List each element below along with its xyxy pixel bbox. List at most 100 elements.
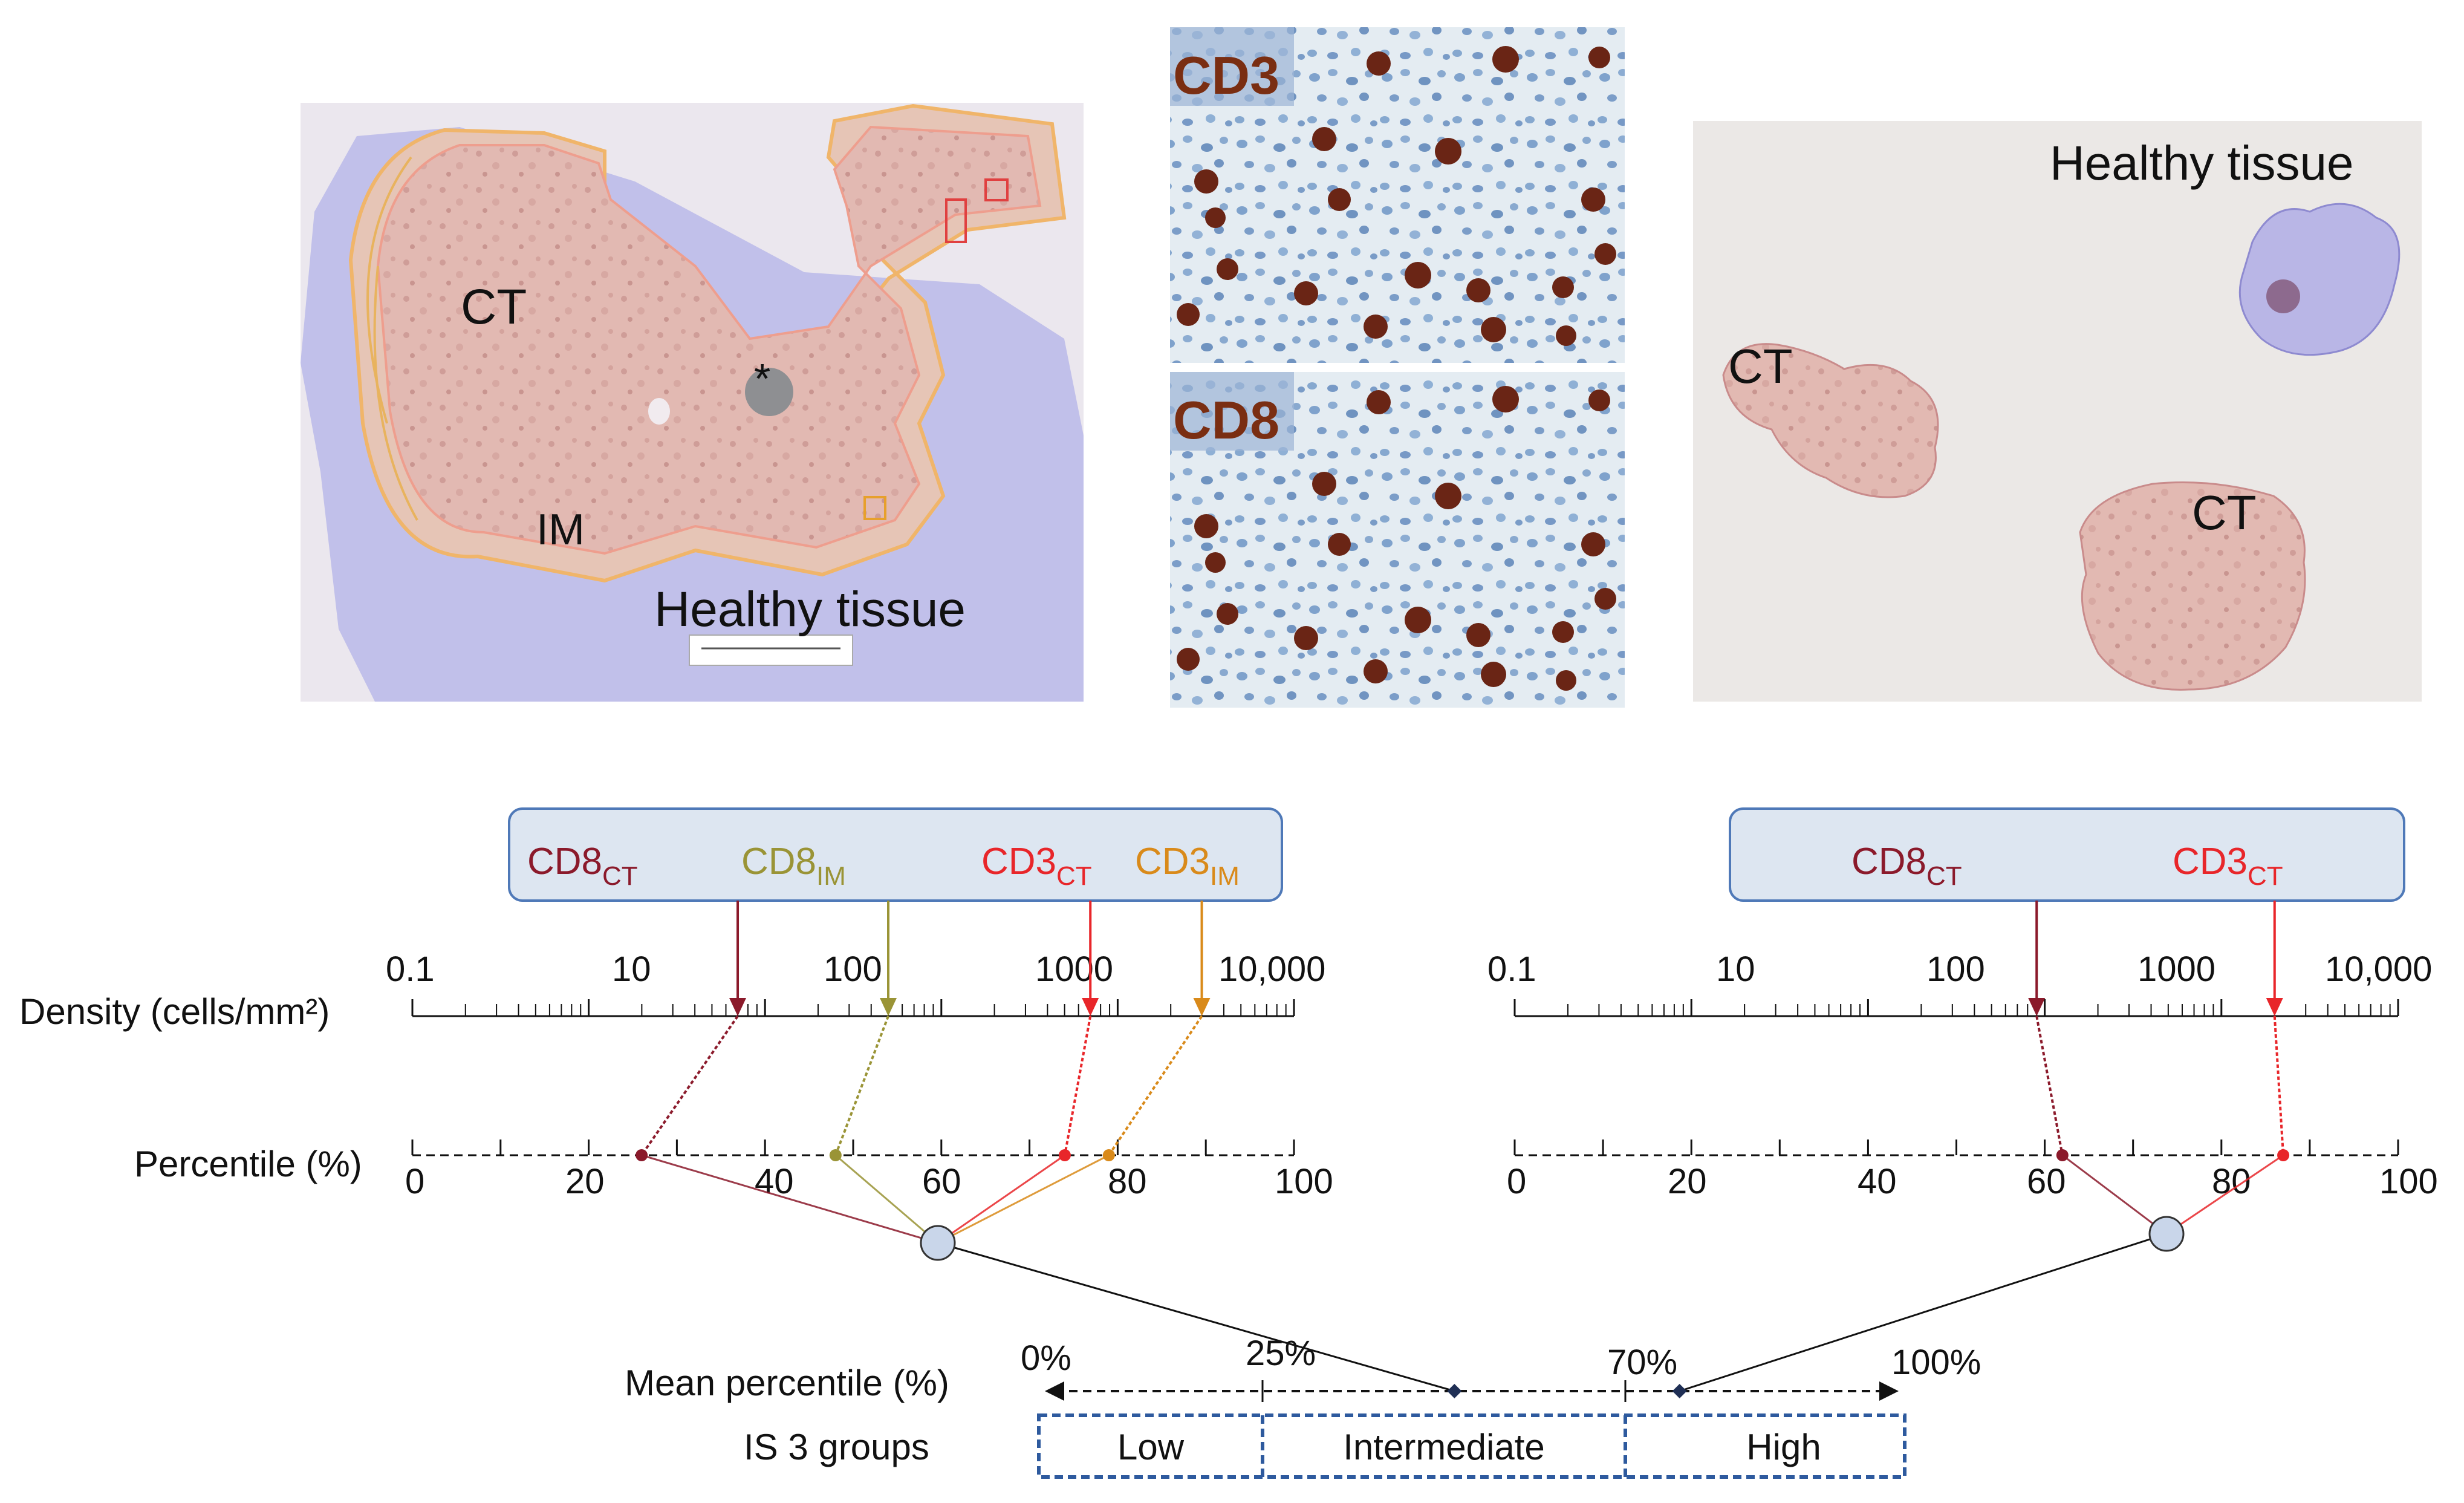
marker-arrowhead	[1193, 998, 1211, 1016]
marker-connector-density-percentile	[640, 1015, 739, 1156]
cd3-label-bg	[1170, 27, 1294, 106]
percentile-tick-label: 80	[1108, 1162, 1147, 1201]
percentile-tick-label: 20	[565, 1162, 605, 1201]
marker-percentile-point	[829, 1149, 842, 1161]
healthy-tissue-biopsy	[2238, 203, 2401, 356]
marker-connector-density-percentile	[834, 1016, 889, 1156]
density-tick-label: 10,000	[1218, 950, 1325, 989]
percentile-tick-label: 20	[1668, 1162, 1707, 1201]
tumor-core-region	[376, 125, 1042, 555]
marker-connector-density-percentile	[1063, 1016, 1092, 1156]
marker-label-cd3-im: CD3IM	[1135, 841, 1240, 891]
roi-box	[984, 178, 1009, 201]
ct-label: CT	[461, 279, 527, 334]
cd8-stained-cells	[1177, 386, 1616, 691]
percentile-axis-label: Percentile (%)	[134, 1144, 362, 1184]
marker-connector-percentile-mean	[937, 1154, 1065, 1244]
mean-percentile-point	[1672, 1384, 1687, 1398]
marker-percentile-point	[1102, 1149, 1115, 1161]
marker-label-cd8-im: CD8IM	[741, 841, 846, 891]
marker-connector-density-percentile	[1108, 1015, 1203, 1156]
marker-label-cd8-ct-right: CD8CT	[1851, 841, 1962, 891]
marker-arrowhead	[880, 998, 897, 1016]
percentile-ticks-right: 0 20 40 60 80 100	[1507, 1162, 2438, 1201]
cut-label: 100%	[1891, 1343, 1981, 1382]
marker-box-left	[508, 807, 1283, 902]
density-tick-label: 100	[1926, 950, 1985, 989]
vessel	[648, 398, 670, 425]
roi-box	[945, 198, 967, 243]
scale-bar	[689, 634, 853, 666]
micro-panel-cd3: CD3	[1170, 27, 1625, 363]
stained-spot	[2266, 279, 2300, 313]
percentile-tick-label: 100	[1275, 1162, 1333, 1201]
marker-connector-percentile-mean	[937, 1154, 1110, 1244]
density-tick-label: 10	[1716, 950, 1755, 989]
ct-label-2: CT	[2192, 486, 2257, 540]
marker-connector-density-percentile	[2035, 1016, 2064, 1156]
cd8-label-bg	[1170, 372, 1294, 451]
healthy-tissue-label: Healthy tissue	[2050, 136, 2353, 190]
groups-outline	[1037, 1413, 1907, 1479]
percentile-tick-label: 60	[2027, 1162, 2066, 1201]
roi-box	[863, 496, 886, 520]
cd3-image-label: CD3	[1173, 45, 1279, 105]
marker-arrowhead	[2266, 998, 2283, 1016]
density-ticks-left: 0.1 10 100 1000 10,000	[386, 950, 1325, 989]
marker-percentile-point	[2056, 1149, 2069, 1161]
cd8-image-label: CD8	[1173, 390, 1279, 450]
density-tick-label: 10,000	[2325, 950, 2432, 989]
percentile-tick-label: 40	[1858, 1162, 1897, 1201]
percentile-ticks-left: 0 20 40 60 80 100	[405, 1162, 1333, 1201]
marker-label-cd3-ct: CD3CT	[981, 841, 1092, 891]
marker-arrowhead	[729, 998, 747, 1016]
density-tick-label: 1000	[1035, 950, 1113, 989]
marker-connector-percentile-mean	[2166, 1154, 2284, 1235]
mean-percentile-circle	[2148, 1216, 2185, 1252]
cut-label: 0%	[1021, 1338, 1071, 1378]
cut-label: 70%	[1607, 1343, 1677, 1382]
marker-connector-density-percentile	[2273, 1016, 2285, 1156]
cut-label: 25%	[1246, 1334, 1316, 1373]
marker-arrowhead	[1082, 998, 1099, 1016]
density-tick-label: 10	[612, 950, 651, 989]
right-slide-panel: Healthy tissue CT CT	[1693, 121, 2422, 702]
left-slide-panel: CT IM Healthy tissue *	[301, 103, 1084, 702]
percentile-tick-label: 0	[1507, 1162, 1526, 1201]
ct-label-1: CT	[1728, 339, 1793, 393]
density-tick-label: 0.1	[386, 950, 435, 989]
mean-axis-arrowhead-right	[1879, 1381, 1899, 1401]
percentile-tick-label: 100	[2379, 1162, 2438, 1201]
density-tick-label: 0.1	[1487, 950, 1536, 989]
marker-arrowhead	[2028, 998, 2046, 1016]
tumor-biopsy-2	[2079, 481, 2306, 691]
marker-percentile-point	[636, 1149, 648, 1161]
nomogram: CD8CT CD8IM CD3CT CD3IM CD8CT CD3CT Dens…	[19, 807, 2438, 1479]
micro-panel-cd8: CD8	[1170, 372, 1625, 708]
marker-percentile-point	[1058, 1149, 1071, 1161]
group-intermediate: Intermediate	[1343, 1427, 1545, 1467]
mean-percentile-label: Mean percentile (%)	[625, 1363, 949, 1403]
percentile-tick-label: 0	[405, 1162, 424, 1201]
marker-label-cd8-ct: CD8CT	[527, 841, 638, 891]
is-groups: Low Intermediate High	[1037, 1413, 1907, 1479]
marker-connector-percentile-mean	[641, 1154, 938, 1244]
healthy-tissue-label: Healthy tissue	[654, 582, 966, 637]
lumen-hole	[745, 368, 793, 416]
groups-label: IS 3 groups	[744, 1427, 929, 1467]
margin-outline	[366, 156, 418, 521]
density-ticks-right: 0.1 10 100 1000 10,000	[1487, 950, 2432, 989]
mean-connector-line	[937, 1242, 1455, 1392]
density-tick-label: 1000	[2137, 950, 2215, 989]
im-label: IM	[536, 506, 585, 554]
marker-box-right	[1729, 807, 2405, 902]
density-tick-label: 100	[824, 950, 882, 989]
marker-connector-percentile-mean	[834, 1154, 938, 1244]
tumor-biopsy-1	[1722, 343, 1939, 498]
cd3-stained-cells	[1177, 46, 1616, 346]
marker-percentile-point	[2277, 1149, 2290, 1161]
group-low: Low	[1117, 1427, 1185, 1467]
marker-connector-percentile-mean	[2061, 1154, 2167, 1235]
percentile-tick-label: 60	[922, 1162, 961, 1201]
